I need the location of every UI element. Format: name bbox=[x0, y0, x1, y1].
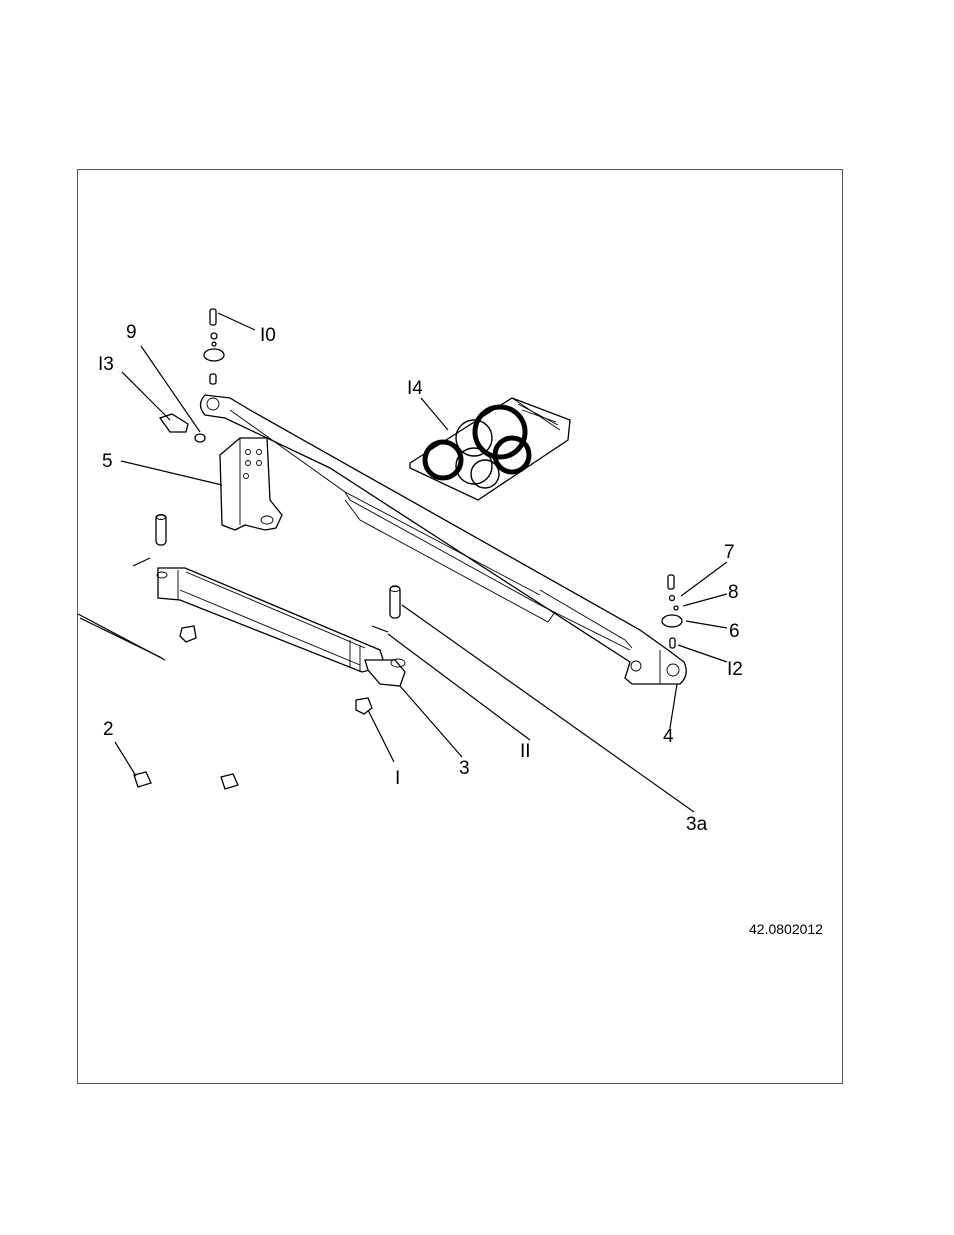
callout-6: 6 bbox=[729, 621, 740, 642]
callout-3a: 3a bbox=[686, 814, 708, 835]
callout-1: I bbox=[395, 768, 400, 789]
callout-4: 4 bbox=[663, 726, 674, 747]
drawing-number: 42.0802012 bbox=[749, 921, 823, 937]
right-fasteners bbox=[662, 575, 682, 648]
callout-11: II bbox=[520, 741, 531, 762]
pin-3a bbox=[390, 586, 400, 618]
top-fasteners bbox=[204, 309, 224, 384]
pin-top-left bbox=[156, 515, 166, 546]
callout-8: 8 bbox=[728, 582, 739, 603]
bolt-13 bbox=[160, 414, 188, 432]
callout-13: I3 bbox=[98, 354, 114, 375]
fitting-1 bbox=[356, 698, 372, 714]
callout-7: 7 bbox=[724, 542, 735, 563]
hose bbox=[78, 614, 165, 660]
callout-2: 2 bbox=[103, 719, 114, 740]
fitting-2b bbox=[221, 774, 238, 789]
callout-5: 5 bbox=[102, 451, 113, 472]
callout-12: I2 bbox=[727, 659, 743, 680]
fitting-2a bbox=[134, 772, 151, 787]
callout-14: I4 bbox=[407, 378, 423, 399]
mounting-bracket bbox=[220, 438, 282, 530]
callout-9: 9 bbox=[126, 322, 137, 343]
fitting-upper bbox=[180, 626, 196, 642]
callout-3: 3 bbox=[459, 758, 470, 779]
link-bar bbox=[201, 395, 687, 684]
callout-10: I0 bbox=[260, 325, 276, 346]
washer-9 bbox=[195, 434, 205, 442]
